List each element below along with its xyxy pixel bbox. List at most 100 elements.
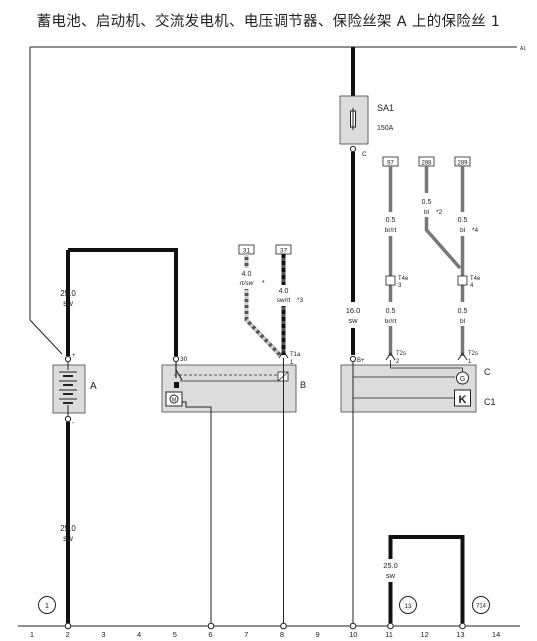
battery-starter-cable [68, 248, 178, 356]
battery-label: A [90, 381, 97, 392]
t2s-pin: 2 [396, 359, 400, 365]
battery-sense-wire [29, 47, 63, 355]
wire-size: 25.0 [383, 561, 398, 570]
ruler-number: 4 [137, 630, 141, 639]
a1-label: A1 [520, 46, 526, 52]
svg-text:13: 13 [404, 603, 412, 610]
alternator-bplus-label: B+ [357, 358, 365, 364]
battery-symbol-icon [59, 362, 77, 416]
svg-text:97: 97 [387, 161, 394, 167]
starter-motor-icon [169, 394, 179, 404]
battery-plus-terminal [64, 355, 72, 363]
wire-size: 25.0 [60, 289, 76, 298]
t4e-pin: 3 [398, 283, 402, 289]
svg-text:289: 289 [457, 161, 468, 167]
battery-minus-terminal [64, 415, 72, 423]
t1a-label: T1a [290, 352, 301, 358]
t2s-pin: 1 [468, 359, 472, 365]
ruler-number: 13 [456, 630, 464, 639]
svg-text:1: 1 [45, 601, 49, 610]
t1a-pin: 1 [290, 360, 294, 366]
wire-color: bl [424, 209, 430, 216]
wire-size: 0.5 [386, 217, 396, 224]
regulator-icon [454, 389, 471, 407]
fuse-holder-label: SA1 [377, 103, 394, 113]
generator-icon [456, 371, 469, 385]
ruler-number: 5 [173, 630, 177, 639]
wire-size: 0.5 [422, 199, 432, 206]
wire-288-bl [424, 166, 462, 270]
wire-note: *3 [297, 297, 304, 304]
ruler-number: 7 [244, 630, 248, 639]
starter-B [161, 364, 297, 413]
ground-point-13 [399, 596, 417, 614]
t1a-connector-icon [278, 350, 289, 359]
svg-text:288: 288 [421, 161, 432, 167]
wire-size: 25.0 [60, 524, 76, 533]
fuse-terminal-c [349, 145, 357, 153]
ruler-number: 14 [492, 630, 500, 639]
starter-terminal-30 [172, 355, 180, 363]
svg-text:714: 714 [476, 604, 487, 610]
battery-minus-label: - [72, 420, 75, 427]
alternator-internal-wire [390, 360, 463, 372]
svg-text:31: 31 [243, 248, 251, 255]
ruler-number: 12 [421, 630, 429, 639]
starter-solenoid-icon [174, 382, 179, 388]
ground-point-714 [472, 596, 490, 614]
svg-text:G: G [460, 376, 465, 383]
battery-A [52, 364, 86, 414]
wire-note: *2 [436, 209, 443, 216]
wire-color: rt/sw [240, 280, 255, 287]
starter-ground-wire [182, 401, 212, 623]
ground-point-1 [38, 596, 56, 614]
regulator-label: C1 [484, 397, 496, 407]
ruler-number: 1 [30, 630, 34, 639]
wire-color: sw/rt [277, 297, 291, 304]
wire-size: 0.5 [386, 308, 396, 315]
t2s-connector-icon [385, 352, 396, 361]
ruler-number: 3 [101, 630, 105, 639]
ruler-number: 9 [316, 630, 320, 639]
t4e-label: T4e [470, 276, 481, 282]
ruler-number: 10 [349, 630, 357, 639]
wire-color: br/rt [385, 318, 397, 325]
diagram-title: 蓄电池、启动机、交流发电机、电压调节器、保险丝架 A 上的保险丝 1 [36, 14, 501, 30]
starter-30-label: 30 [180, 356, 188, 363]
wire-color: bl [460, 318, 466, 325]
starter-label: B [300, 380, 306, 390]
wire-color: sw [63, 299, 73, 308]
alternator-bplus-terminal [349, 355, 357, 363]
wire-size: 4.0 [279, 288, 289, 295]
alternator-label: C [484, 367, 491, 377]
wire-size: 4.0 [242, 271, 252, 278]
wire-size: 16.0 [346, 306, 361, 315]
fuse-rating: 150A [377, 125, 394, 132]
wire-color: sw [386, 571, 396, 580]
fuse-terminal-label: C [362, 151, 367, 158]
ground-junctions [64, 622, 466, 630]
battery-plus-label: + [72, 353, 76, 359]
wire-color: sw [348, 316, 358, 325]
t4e-connector-icon [457, 275, 468, 286]
wire-size: 0.5 [458, 308, 468, 315]
t2s-label: T2s [396, 351, 406, 357]
t4e-connector-icon [385, 275, 396, 286]
svg-text:37: 37 [280, 248, 288, 255]
ruler-number: 11 [385, 630, 393, 639]
wire-size: 0.5 [458, 217, 468, 224]
wire-color: bl [460, 227, 466, 234]
alternator-C [340, 364, 477, 413]
t4e-pin: 4 [470, 283, 474, 289]
wire-note: * [262, 280, 265, 287]
ruler-number: 2 [66, 630, 70, 639]
svg-text:K: K [459, 394, 467, 406]
wire-color: sw [63, 534, 73, 543]
t2s-connector-icon [457, 352, 468, 361]
svg-text:M: M [172, 398, 177, 404]
ruler-number: 8 [280, 630, 284, 639]
t2s-label: T2s [468, 351, 478, 357]
wire-color: br/rt [385, 227, 397, 234]
